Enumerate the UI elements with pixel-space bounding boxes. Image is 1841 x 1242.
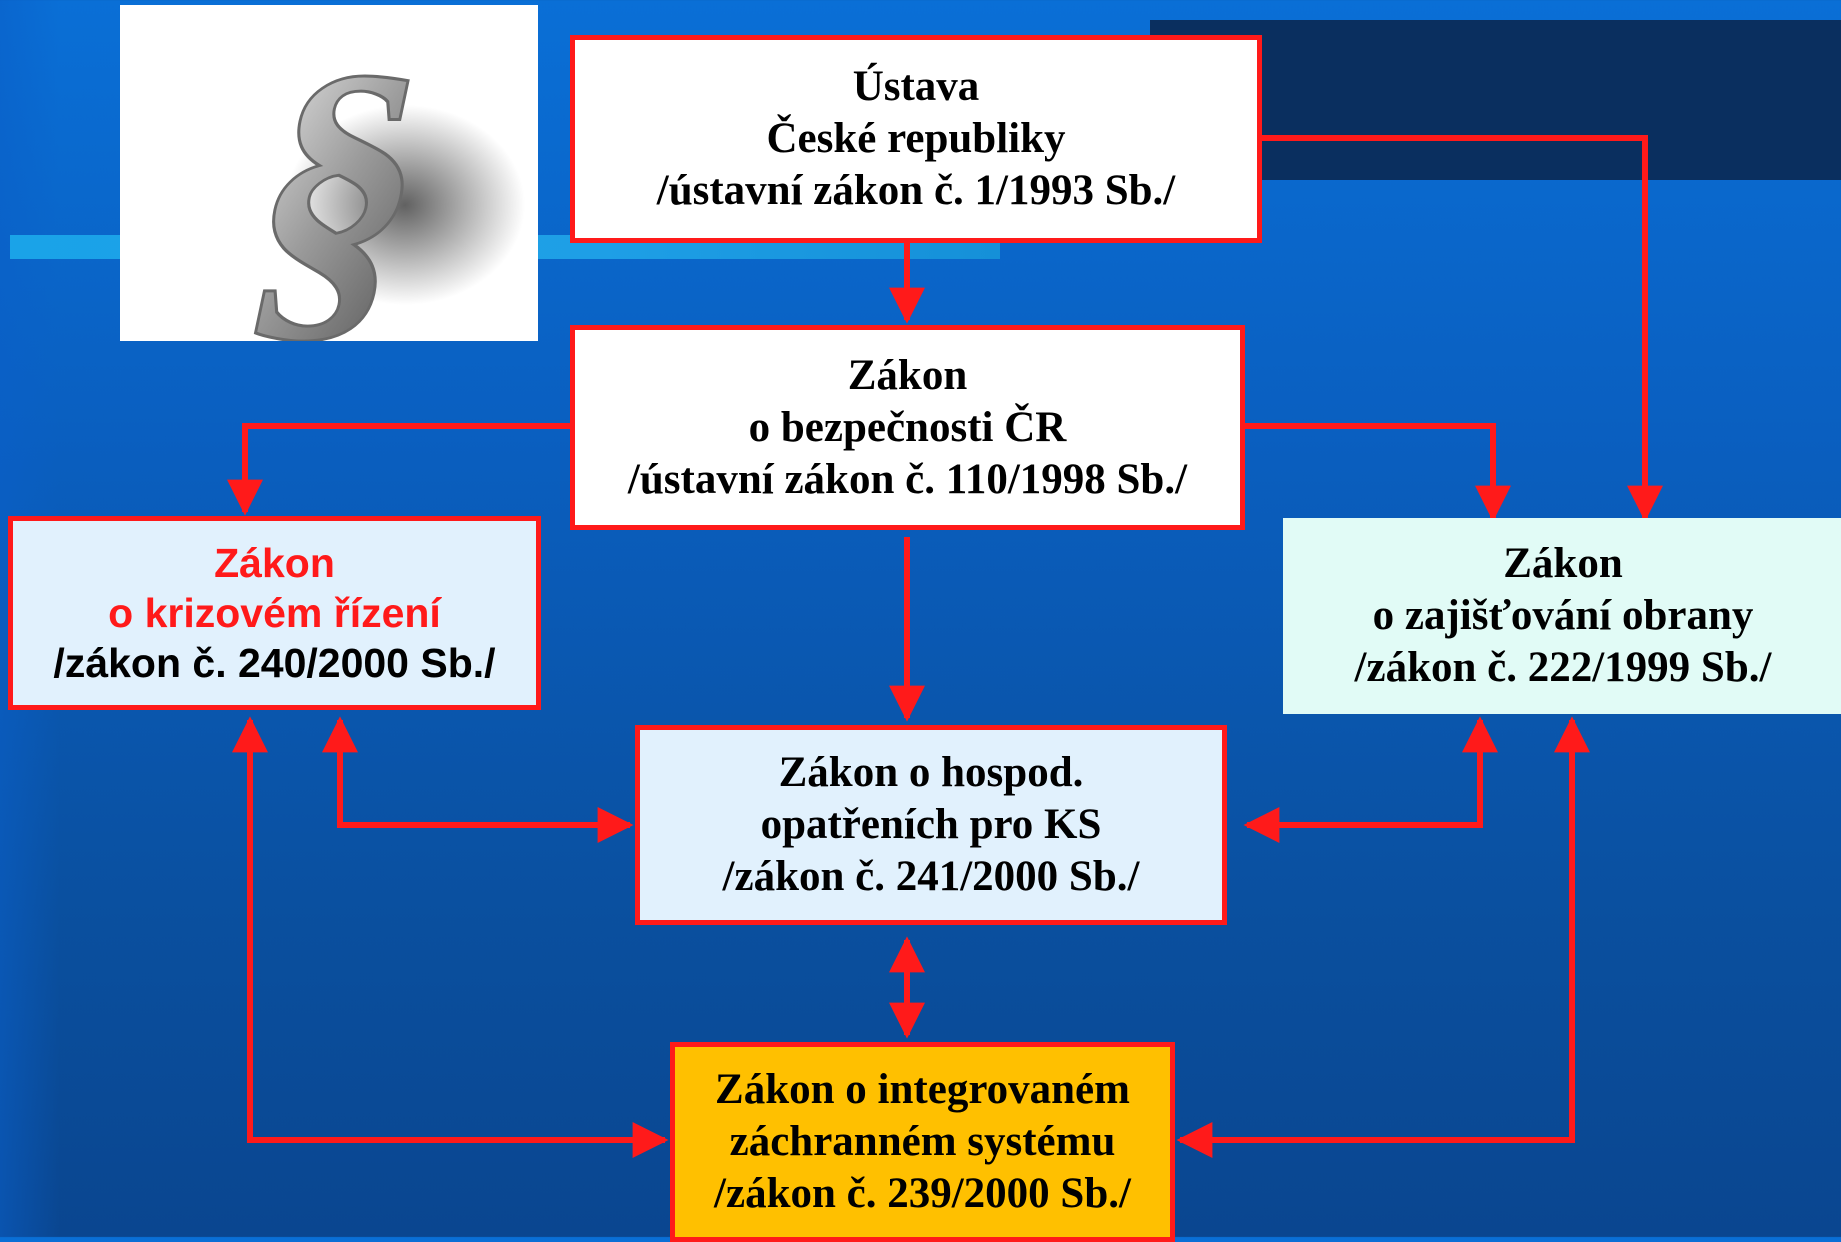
arrow-ustava-to-obrana	[1262, 135, 1663, 522]
node-izs-line1: Zákon o integrovaném	[715, 1066, 1130, 1113]
node-izs: Zákon o integrovaném záchranném systému …	[670, 1042, 1175, 1242]
node-ustava-line3: /ústavní zákon č. 1/1993 Sb./	[656, 167, 1176, 214]
node-bezpecnost: Zákon o bezpečnosti ČR /ústavní zákon č.…	[570, 325, 1245, 530]
node-bezpecnost-line1: Zákon	[847, 351, 968, 399]
node-obrana: Zákon o zajišťování obrany /zákon č. 222…	[1283, 518, 1841, 714]
section-sign-logo: §	[120, 5, 538, 374]
node-bezpecnost-line2: o bezpečnosti ČR	[748, 403, 1067, 451]
arrow-bezpecnost-to-krizove	[227, 423, 570, 516]
node-krizove: Zákon o krizovém řízení /zákon č. 240/20…	[8, 516, 541, 710]
node-krizove-line2: o krizovém řízení	[108, 590, 441, 636]
node-krizove-line3: /zákon č. 240/2000 Sb./	[53, 640, 496, 686]
node-hospod-line1: Zákon o hospod.	[778, 749, 1084, 796]
node-hospod: Zákon o hospod. opatřeních pro KS /zákon…	[635, 725, 1227, 925]
node-bezpecnost-line3: /ústavní zákon č. 110/1998 Sb./	[627, 455, 1188, 503]
arrow-obrana-izs	[1176, 716, 1590, 1158]
arrow-krizove-hospod	[322, 716, 634, 843]
node-izs-line3: /zákon č. 239/2000 Sb./	[714, 1170, 1131, 1217]
arrow-krizove-izs	[232, 716, 669, 1158]
node-izs-line2: záchranném systému	[729, 1118, 1116, 1165]
node-ustava-line1: Ústava	[852, 63, 980, 110]
arrow-bezpecnost-to-obrana	[1245, 423, 1511, 522]
node-krizove-line1: Zákon	[214, 540, 335, 586]
node-hospod-line2: opatřeních pro KS	[760, 801, 1102, 848]
node-hospod-line3: /zákon č. 241/2000 Sb./	[722, 853, 1140, 900]
header-band	[1150, 20, 1841, 180]
node-obrana-line2: o zajišťování obrany	[1372, 592, 1754, 639]
node-obrana-line1: Zákon	[1503, 540, 1623, 587]
node-obrana-line3: /zákon č. 222/1999 Sb./	[1354, 644, 1772, 691]
node-ustava: Ústava České republiky /ústavní zákon č.…	[570, 35, 1262, 243]
section-sign-icon: §	[218, 6, 525, 374]
node-ustava-line2: České republiky	[766, 115, 1066, 162]
arrow-hospod-obrana	[1243, 716, 1498, 843]
